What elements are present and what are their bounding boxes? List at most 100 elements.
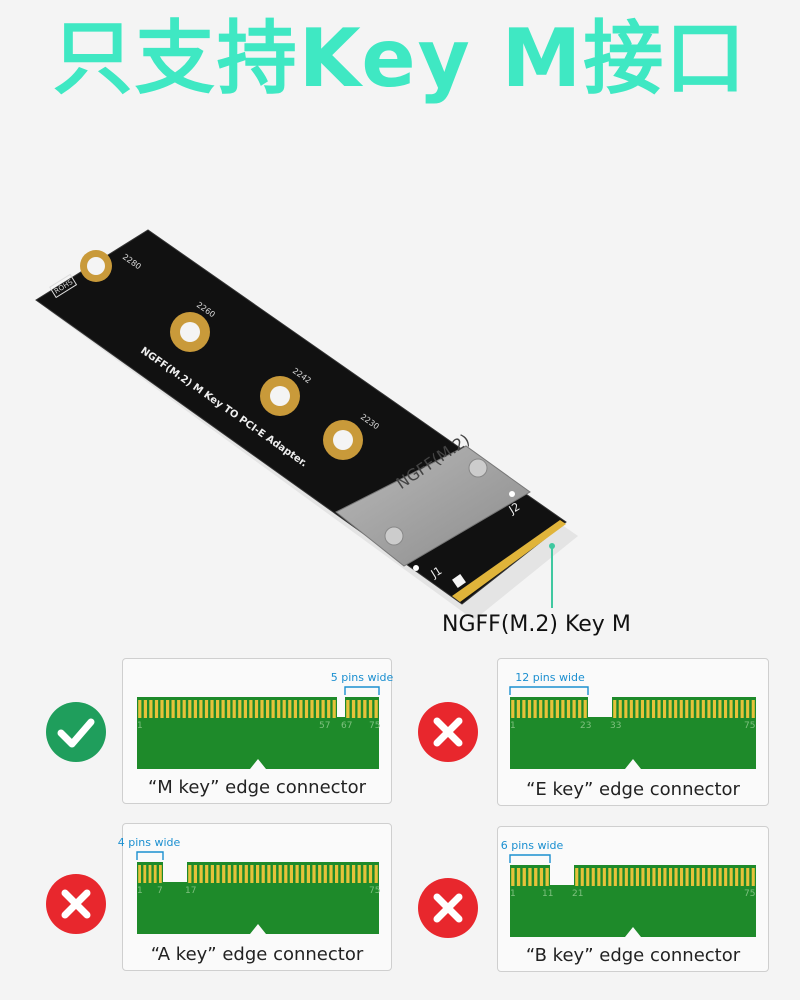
gold-pin — [335, 865, 339, 883]
width-note: 4 pins wide — [118, 836, 181, 849]
gold-pin — [646, 700, 650, 718]
gold-pin — [188, 700, 192, 718]
gold-pin — [278, 865, 282, 883]
gold-pin — [153, 865, 157, 883]
gold-pin — [751, 868, 755, 886]
pcb-body — [510, 717, 756, 769]
gold-pin — [597, 868, 601, 886]
gold-pin — [613, 868, 617, 886]
pin-number: 17 — [185, 886, 196, 896]
mount-hole-2280 — [80, 250, 112, 282]
gold-pin — [346, 700, 350, 718]
gold-pin — [652, 868, 656, 886]
width-bracket — [136, 851, 164, 860]
gold-pin — [657, 868, 661, 886]
gold-pin — [293, 700, 297, 718]
gold-pin — [533, 700, 537, 718]
gold-pin — [238, 700, 242, 718]
gold-pin — [663, 700, 667, 718]
gold-pin — [288, 700, 292, 718]
gold-pin — [602, 868, 606, 886]
gold-pin — [304, 700, 309, 718]
width-note: 5 pins wide — [331, 671, 394, 684]
gold-pin — [735, 868, 739, 886]
gold-pin — [591, 868, 595, 886]
gold-pin — [740, 700, 744, 718]
gold-pin — [613, 700, 617, 718]
pin-number: 75 — [744, 889, 755, 899]
gold-pin — [511, 700, 515, 718]
gold-pin — [685, 700, 689, 718]
gold-pin — [267, 865, 271, 883]
gold-pin — [712, 700, 716, 718]
a-key-caption: “A key” edge connector — [150, 944, 364, 965]
pin-number: 1 — [137, 886, 143, 896]
gold-pin — [630, 868, 634, 886]
gold-pin — [182, 700, 186, 718]
gold-edge-fingers — [452, 520, 566, 602]
gold-pin — [166, 700, 170, 718]
gold-pin — [374, 865, 378, 883]
gold-pin — [227, 865, 231, 883]
gold-pin — [260, 700, 264, 718]
pin-number: 1 — [137, 721, 143, 731]
pin-number: 7 — [157, 886, 163, 896]
gold-pin — [143, 865, 147, 883]
gold-pin — [149, 700, 153, 718]
pin-number: 21 — [572, 889, 583, 899]
gold-pin — [550, 700, 554, 718]
pin-number: 33 — [610, 721, 621, 731]
gold-pin — [272, 865, 277, 883]
gold-pin — [583, 700, 587, 718]
gold-pin — [332, 700, 336, 718]
gold-pin — [707, 868, 711, 886]
m-key-caption: “M key” edge connector — [147, 777, 367, 798]
gold-pin — [210, 700, 214, 718]
gold-pin — [746, 700, 750, 718]
gold-pin — [250, 865, 254, 883]
gold-pin — [511, 868, 515, 886]
gold-pin — [544, 700, 548, 718]
gold-pin — [321, 700, 325, 718]
gold-pin — [271, 700, 275, 718]
gold-pin — [580, 868, 584, 886]
gold-pin — [718, 868, 722, 886]
gold-pin — [316, 700, 320, 718]
gold-pin — [138, 700, 142, 718]
gold-pin — [244, 865, 248, 883]
pcb-body — [510, 885, 756, 937]
pin-number: 1 — [510, 721, 516, 731]
gold-pin — [351, 700, 356, 718]
gold-pin — [724, 868, 728, 886]
gold-pin — [528, 868, 532, 886]
gold-pin — [646, 868, 650, 886]
pcb-board — [35, 229, 567, 605]
gold-pin — [674, 868, 678, 886]
gold-pin — [635, 868, 639, 886]
gold-pin — [327, 700, 331, 718]
pcb-body — [137, 717, 379, 769]
gold-pin — [685, 868, 689, 886]
gold-pin — [243, 700, 247, 718]
gold-pin — [148, 865, 152, 883]
pin-segment — [510, 697, 588, 723]
gold-pin — [216, 865, 220, 883]
gold-pin — [239, 865, 243, 883]
gold-pin — [575, 868, 579, 886]
width-note: 12 pins wide — [515, 671, 585, 684]
width-bracket — [509, 686, 589, 695]
gold-pin — [691, 868, 695, 886]
gold-pin — [160, 700, 164, 718]
mount-hole-2242 — [260, 376, 300, 416]
gold-pin — [205, 865, 209, 883]
gold-pin — [735, 700, 739, 718]
b-key-caption: “B key” edge connector — [525, 945, 741, 966]
gold-pin — [527, 700, 532, 718]
pin-number: 75 — [369, 886, 380, 896]
gold-pin — [284, 865, 288, 883]
gold-pin — [193, 865, 197, 883]
gold-pin — [227, 700, 231, 718]
